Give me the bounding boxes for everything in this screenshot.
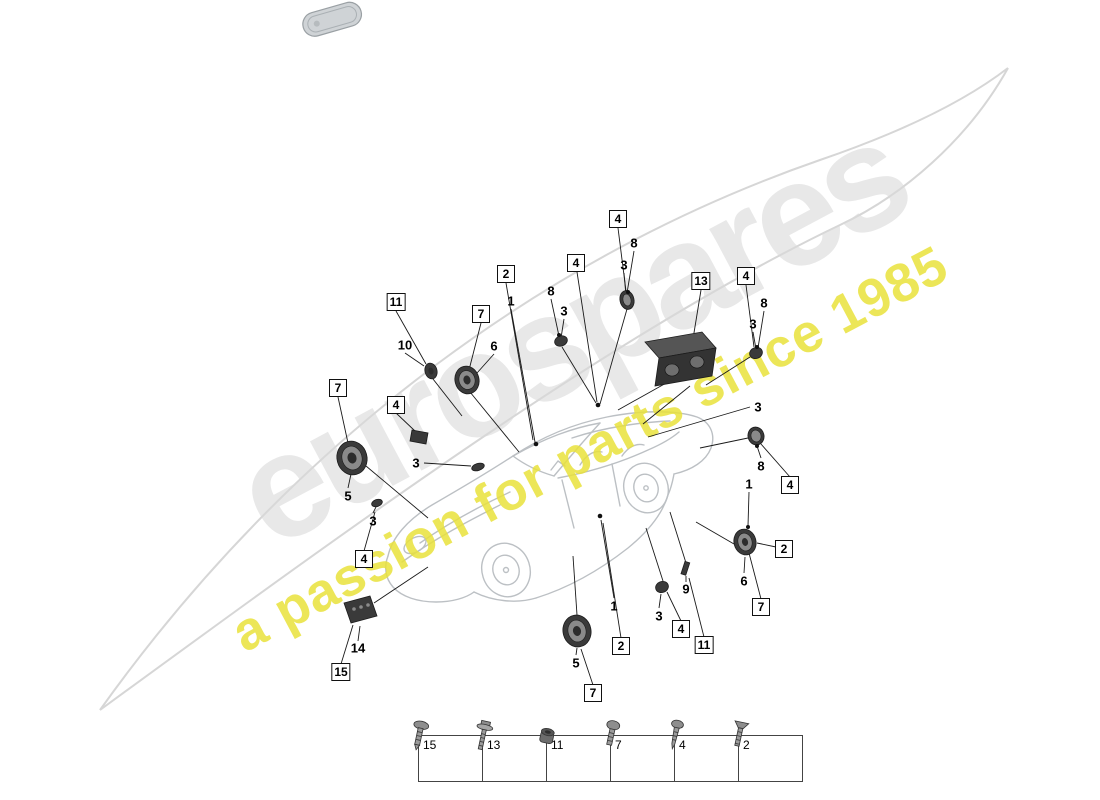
legend-number: 13 <box>487 738 501 752</box>
callout-8: 8 <box>630 235 638 251</box>
boxed-callout-4: 4 <box>387 396 405 414</box>
fastener-legend: 15 13 11 7 <box>413 719 803 782</box>
legend-number: 7 <box>615 738 622 752</box>
callout-3: 3 <box>749 316 757 332</box>
boxed-callout-7: 7 <box>752 598 770 616</box>
callout-3: 3 <box>754 399 762 415</box>
boxed-callout-13: 13 <box>691 272 711 290</box>
boxed-callout-11: 11 <box>386 293 406 311</box>
boxed-callout-2: 2 <box>497 265 515 283</box>
legend-cell: 13 <box>476 719 547 781</box>
legend-number: 4 <box>679 738 686 752</box>
callout-5: 5 <box>344 488 352 504</box>
boxed-callout-4: 4 <box>355 550 373 568</box>
callout-3: 3 <box>560 303 568 319</box>
legend-number: 2 <box>743 738 750 752</box>
callout-10: 10 <box>397 337 413 353</box>
boxed-callout-7: 7 <box>472 305 490 323</box>
callout-8: 8 <box>760 295 768 311</box>
boxed-callout-2: 2 <box>612 637 630 655</box>
legend-cell: 15 <box>413 720 483 781</box>
callout-3: 3 <box>655 608 663 624</box>
legend-cell: 11 <box>539 728 611 781</box>
callout-6: 6 <box>740 573 748 589</box>
boxed-callout-11: 11 <box>694 636 714 654</box>
callout-14: 14 <box>350 640 366 656</box>
boxed-callout-7: 7 <box>329 379 347 397</box>
legend-number: 15 <box>423 738 437 752</box>
legend-cell: 4 <box>671 719 739 781</box>
callout-8: 8 <box>547 283 555 299</box>
callout-3: 3 <box>620 257 628 273</box>
boxed-callout-4: 4 <box>781 476 799 494</box>
boxed-callout-7: 7 <box>584 684 602 702</box>
legend-cell: 7 <box>606 720 675 781</box>
boxed-callout-4: 4 <box>609 210 627 228</box>
boxed-callout-4: 4 <box>672 620 690 638</box>
legend-number: 11 <box>551 738 564 752</box>
callout-5: 5 <box>572 655 580 671</box>
callout-1: 1 <box>507 293 515 309</box>
boxed-callout-15: 15 <box>331 663 351 681</box>
callout-3: 3 <box>369 513 377 529</box>
callout-6: 6 <box>490 338 498 354</box>
boxed-callout-4: 4 <box>737 267 755 285</box>
callout-3: 3 <box>412 455 420 471</box>
callout-1: 1 <box>610 598 618 614</box>
boxed-callout-4: 4 <box>567 254 585 272</box>
callout-1: 1 <box>745 476 753 492</box>
boxed-callout-2: 2 <box>775 540 793 558</box>
callout-9: 9 <box>682 581 690 597</box>
callout-8: 8 <box>757 458 765 474</box>
legend-cell: 2 <box>734 720 802 781</box>
